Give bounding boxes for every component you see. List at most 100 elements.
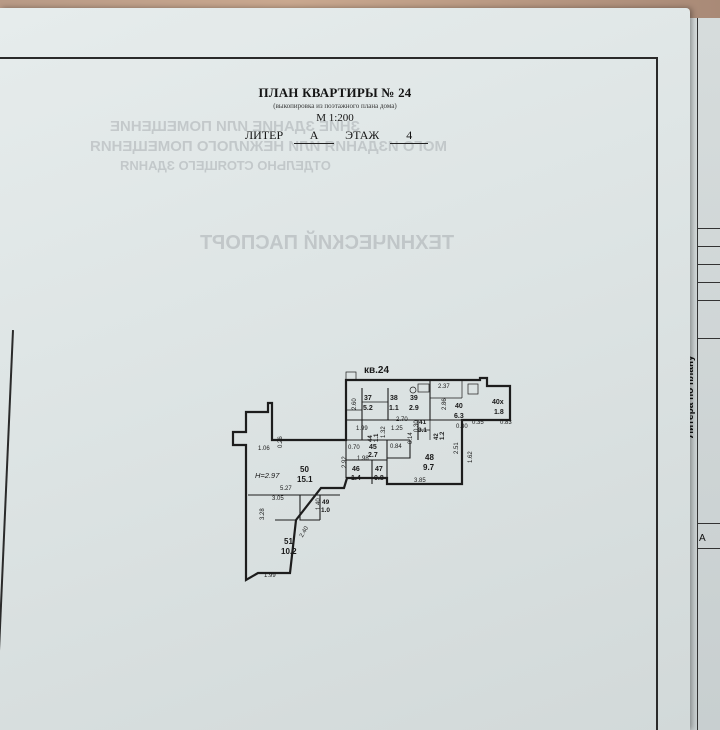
room-area: 2.7 (368, 452, 378, 459)
dimension-label: 3.05 (272, 496, 284, 502)
floor-label: ЭТАЖ (345, 128, 380, 142)
room-area: 2.9 (409, 405, 419, 412)
ceiling-height: H=2.97 (255, 471, 280, 480)
room-number: 40 (455, 403, 463, 410)
liter-value: А (294, 128, 335, 144)
table-rule (697, 548, 720, 549)
room-47: 47 0.8 (374, 466, 384, 482)
room-area: 1.4 (351, 475, 361, 482)
room-42: 42 1.2 (434, 431, 446, 440)
floor-value: 4 (390, 128, 429, 144)
room-40: 40 6.3 (454, 403, 464, 420)
room-area: 1.8 (494, 409, 504, 416)
dimension-label: 1.99 (356, 426, 368, 432)
room-area: 3.1 (418, 427, 427, 434)
room-area: 1.1 (374, 433, 380, 442)
dimension-label: 2.70 (396, 417, 408, 423)
room-50: 50 15.1 (297, 465, 313, 484)
dimension-label: 1.32 (381, 426, 387, 438)
plan-subtitle: (выкопировка из поэтажного плана дома) (273, 102, 397, 110)
room-48: 48 9.7 (423, 453, 435, 472)
room-44: 44 1.1 (368, 433, 380, 442)
room-41: 41 3.1 (418, 419, 427, 434)
room-number: 37 (364, 395, 372, 402)
dimension-label: 1.40 (316, 498, 322, 510)
room-number: 45 (369, 444, 377, 451)
dimension-label: 0.30 (414, 420, 420, 432)
dimension-label: 0.84 (390, 444, 402, 450)
outer-wall (231, 376, 512, 582)
room-45: 45 2.7 (368, 444, 378, 459)
room-number: 51 (284, 537, 293, 546)
frame-right (656, 57, 658, 730)
room-number: 48 (425, 453, 434, 462)
room-number: 39 (410, 395, 418, 402)
room-number: 44 (368, 435, 374, 442)
table-rule (697, 228, 720, 229)
room-38: 38 1.1 (389, 395, 399, 412)
dimension-label: 1.98 (357, 456, 369, 462)
dimension-label: 1.25 (391, 426, 403, 432)
dimension-labels: 2.37 2.60 1.99 1.25 2.70 0.30 2.86 0.35 … (258, 384, 512, 579)
dimension-label: 0.83 (500, 420, 512, 426)
dimension-label: 5.27 (280, 486, 292, 492)
room-39: 39 2.9 (409, 395, 419, 412)
room-number: 49 (322, 499, 330, 506)
room-area: 1.1 (389, 405, 399, 412)
room-area: 5.2 (363, 405, 373, 412)
window-marker (345, 371, 357, 381)
dimension-label: 1.06 (258, 446, 270, 452)
table-rule (697, 300, 720, 301)
room-46: 46 1.4 (351, 466, 361, 482)
dimension-label: 3.85 (414, 478, 426, 484)
room-area: 1.0 (321, 507, 330, 514)
room-area: 1.2 (440, 431, 446, 440)
room-number: 50 (300, 465, 309, 474)
plan-scale: М 1:200 (316, 112, 354, 124)
dimension-label: 0.14 (408, 432, 414, 444)
dimension-label: 2.92 (342, 456, 348, 468)
room-area: 9.7 (423, 463, 435, 472)
liter-label: ЛИТЕР (245, 128, 284, 142)
room-area: 15.1 (297, 475, 313, 484)
table-rule (697, 264, 720, 265)
dimension-label: 3.28 (260, 508, 266, 520)
room-number: 41 (419, 419, 427, 426)
table-rule (697, 246, 720, 247)
fixture-toilet (409, 386, 417, 394)
dimension-label: 0.70 (348, 445, 360, 451)
dimension-label: 1.99 (264, 573, 276, 579)
dimension-label: 2.51 (454, 442, 460, 454)
table-rule (697, 523, 720, 524)
plan-title: ПЛАН КВАРТИРЫ № 24 (258, 85, 412, 100)
room-number: 42 (434, 433, 440, 440)
dimension-label: 2.60 (352, 398, 358, 410)
table-rule (697, 338, 720, 339)
adjacent-page-frame (697, 18, 720, 730)
table-rule (697, 282, 720, 283)
dimension-label: 1.62 (468, 451, 474, 463)
document-page (0, 8, 690, 730)
dimension-label: 2.86 (442, 398, 448, 410)
room-49: 49 1.0 (321, 499, 330, 514)
inner-walls-thin (346, 380, 463, 440)
room-area: 0.8 (374, 475, 384, 482)
frame-top (0, 57, 657, 59)
room-area: 6.3 (454, 413, 464, 420)
fixture-sink (417, 383, 430, 393)
fixture-stove (467, 383, 479, 395)
liter-floor-row: ЛИТЕР А ЭТАЖ 4 (245, 128, 429, 144)
dimension-label: 0.80 (456, 424, 468, 430)
room-number: 46 (352, 466, 360, 473)
room-51: 51 10.2 (281, 537, 297, 556)
room-number: 38 (390, 395, 398, 402)
apartment-label: кв.24 (364, 365, 389, 376)
room-40x: 40х 1.8 (492, 399, 504, 416)
liter-cell: А (699, 533, 706, 544)
room-area: 10.2 (281, 547, 297, 556)
dimension-label: 2.40 (299, 525, 310, 539)
room-37: 37 5.2 (363, 395, 373, 412)
dimension-label: 0.35 (472, 420, 484, 426)
room-number: 47 (375, 466, 383, 473)
